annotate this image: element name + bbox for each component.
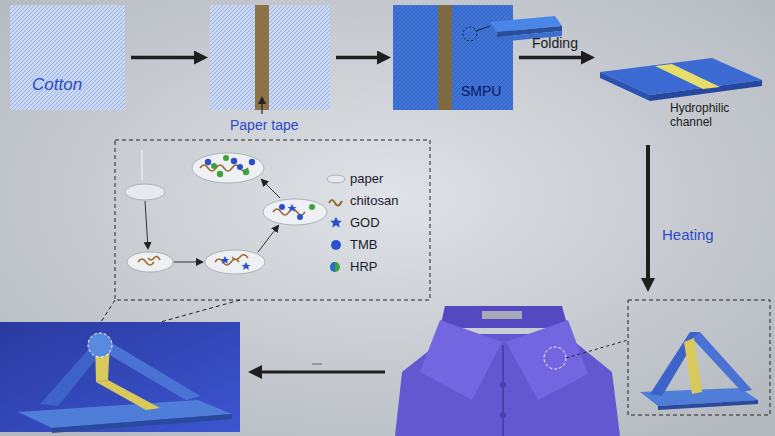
legend-entry: paper: [350, 168, 398, 190]
label-holder: Folding: [532, 34, 578, 52]
fabric-piece: Hydrophilic channel: [597, 50, 765, 140]
legend-entry: GOD: [350, 212, 398, 234]
part-label: SMPU: [461, 83, 501, 99]
legend-entry: HRP: [350, 256, 398, 278]
legend-text: HRP: [350, 259, 377, 274]
step-label: Folding: [532, 35, 578, 51]
legend-entry: TMB: [350, 234, 398, 256]
legend-text: paper: [350, 171, 383, 186]
process-arrow: [336, 56, 387, 60]
fabric-piece: SMPU: [393, 5, 513, 110]
part-label: Hydrophilic channel: [670, 102, 752, 130]
label-holder: Heating: [662, 226, 714, 244]
process-arrow: [519, 56, 591, 60]
part-label: Paper tape: [230, 117, 299, 133]
part-label: Cotton: [32, 75, 82, 95]
legend-text: chitosan: [350, 193, 398, 208]
legend: paper chitosanGOD TMB HRP: [350, 168, 398, 278]
legend-text: GOD: [350, 215, 380, 230]
legend-text: TMB: [350, 237, 377, 252]
fabric-piece: Paper tape: [210, 5, 330, 110]
fabric-piece: Cotton: [10, 5, 125, 110]
process-arrow: [131, 56, 204, 60]
step-label: Heating: [662, 226, 714, 243]
legend-entry: chitosan: [350, 190, 398, 212]
